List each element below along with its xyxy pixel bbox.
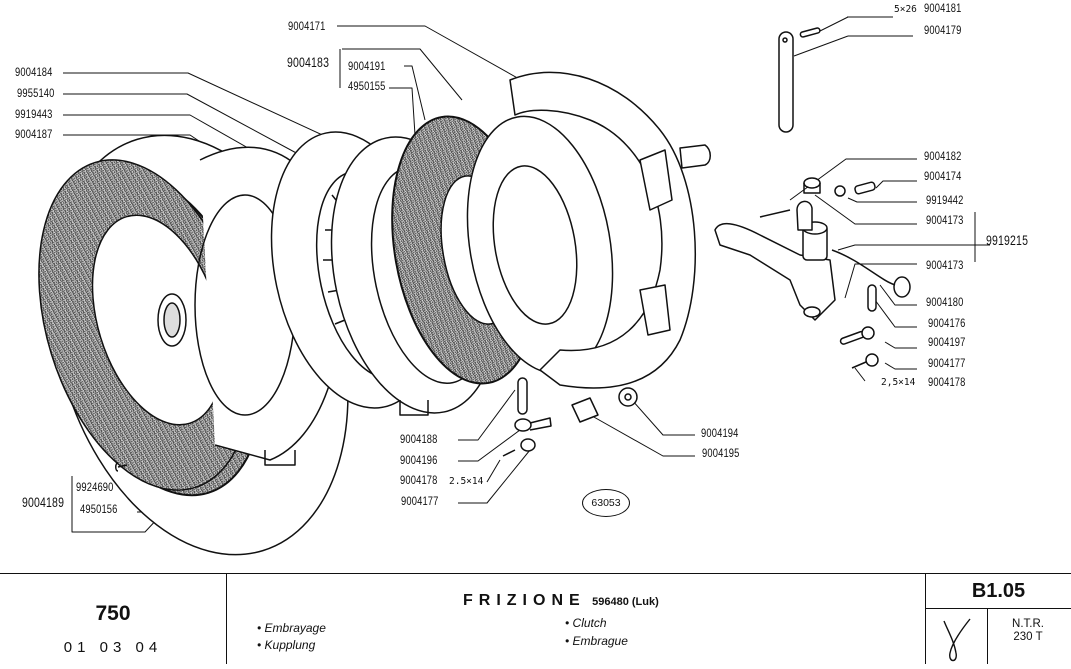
translation-french: • Embrayage [257, 621, 326, 635]
ntr-line-1: N.T.R. [1012, 618, 1044, 630]
model-cell: 750 01 03 04 [0, 574, 227, 664]
center-hardware [115, 377, 638, 472]
figure-reference: 63053 [582, 489, 630, 517]
part-label[interactable]: 9004188 [400, 432, 438, 446]
leader-lines [63, 16, 990, 533]
signature-mark [926, 609, 988, 664]
part-label[interactable]: 9004178 [928, 375, 966, 389]
part-label[interactable]: 9919215 [986, 233, 1029, 248]
part-label[interactable]: 9004178 [400, 473, 438, 487]
part-label[interactable]: 9004180 [926, 295, 964, 309]
part-label[interactable]: 9004194 [701, 426, 739, 440]
part-label[interactable]: 9004181 [924, 1, 962, 15]
part-label[interactable]: 9004195 [702, 446, 740, 460]
part-label[interactable]: 9004177 [401, 494, 439, 508]
part-size: 2,5×14 [881, 377, 916, 388]
clutch-housing [509, 71, 711, 389]
part-label[interactable]: 4950156 [80, 502, 118, 516]
title-block: 750 01 03 04 FRIZIONE 596480 (Luk) • Emb… [0, 573, 1071, 664]
part-label[interactable]: 9004176 [928, 316, 966, 330]
part-label[interactable]: 4950155 [348, 79, 386, 93]
title-italian: FRIZIONE [463, 592, 586, 609]
part-size: 5×26 [894, 4, 917, 15]
part-label[interactable]: 9004184 [15, 65, 53, 79]
title-part-number: 596480 (Luk) [592, 596, 659, 608]
translation-spanish: • Embrague [565, 634, 628, 648]
page-code: B1.05 [926, 574, 1071, 609]
part-label[interactable]: 9004189 [22, 495, 65, 510]
part-label[interactable]: 9004177 [928, 356, 966, 370]
part-label[interactable]: 9924690 [76, 480, 114, 494]
part-label[interactable]: 9955140 [17, 86, 55, 100]
part-label[interactable]: 9004174 [924, 169, 962, 183]
page-title: FRIZIONE 596480 (Luk) [463, 592, 659, 610]
release-shaft [778, 27, 821, 133]
part-label[interactable]: 9004196 [400, 453, 438, 467]
part-label[interactable]: 9004182 [924, 149, 962, 163]
reference-cell: B1.05 N.T.R. 230 T [926, 574, 1071, 664]
part-label[interactable]: 9004197 [928, 335, 966, 349]
model-number: 750 [95, 602, 131, 625]
translation-german: • Kupplung [257, 638, 316, 652]
part-label[interactable]: 9004173 [926, 258, 964, 272]
ntr-code: N.T.R. 230 T [988, 618, 1068, 644]
part-label[interactable]: 9919442 [926, 193, 964, 207]
part-label[interactable]: 9004191 [348, 59, 386, 73]
signature-icon [943, 618, 971, 662]
part-size: 2.5×14 [449, 476, 484, 487]
part-label[interactable]: 9004187 [15, 127, 53, 141]
part-label[interactable]: 9004183 [287, 55, 330, 70]
description-cell: FRIZIONE 596480 (Luk) • Embrayage • Kupp… [227, 574, 926, 664]
part-label[interactable]: 9919443 [15, 107, 53, 121]
flywheel-plate [466, 115, 614, 375]
translation-english: • Clutch [565, 616, 607, 630]
exploded-view-drawing [38, 16, 990, 556]
part-label[interactable]: 9004171 [288, 19, 326, 33]
ntr-line-2: 230 T [1013, 631, 1043, 643]
part-label[interactable]: 9004173 [926, 213, 964, 227]
part-label[interactable]: 9004179 [924, 23, 962, 37]
model-codes: 01 03 04 [63, 639, 163, 656]
release-fork [714, 177, 911, 369]
